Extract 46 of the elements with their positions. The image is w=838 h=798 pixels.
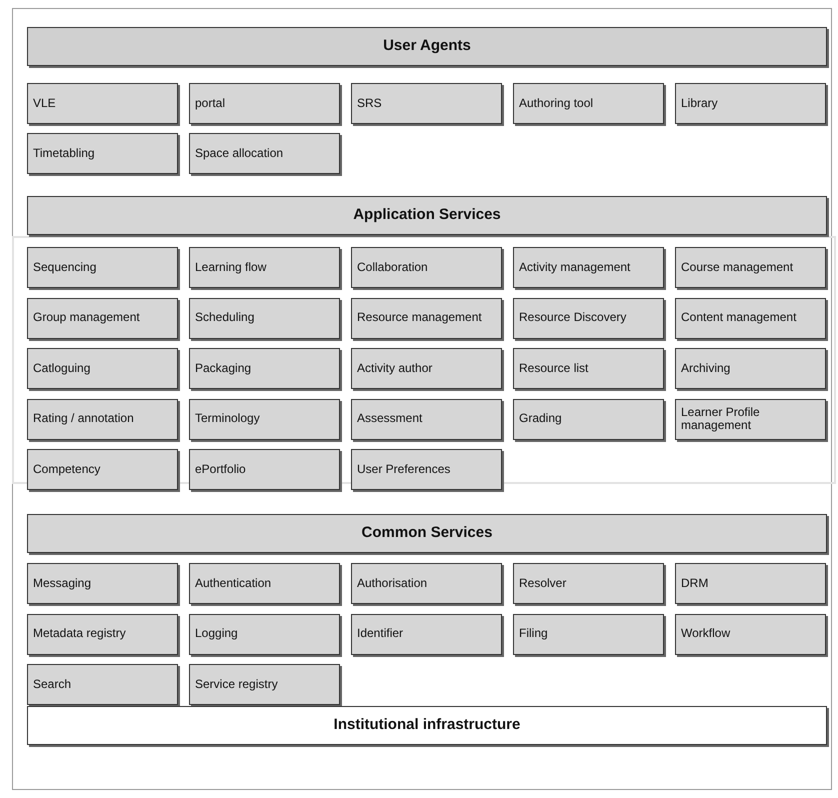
service-box: Scheduling xyxy=(189,298,340,338)
layer-band: Application Services xyxy=(27,196,827,235)
service-box: Library xyxy=(675,83,826,124)
service-box: User Preferences xyxy=(351,449,502,490)
service-box: Assessment xyxy=(351,398,502,440)
service-box: Search xyxy=(27,664,178,705)
service-box: Rating / annotation xyxy=(27,398,178,440)
layer-band: Institutional infrastructure xyxy=(27,706,827,745)
service-box: Competency xyxy=(27,449,178,490)
service-box: Timetabling xyxy=(27,133,178,174)
service-box: Activity management xyxy=(513,247,664,288)
service-box: Logging xyxy=(189,614,340,654)
service-box: Authoring tool xyxy=(513,83,664,124)
service-box: Authentication xyxy=(189,563,340,604)
service-box: Authorisation xyxy=(351,563,502,604)
service-box: Content management xyxy=(675,298,826,338)
service-box: Collaboration xyxy=(351,247,502,288)
service-box: Filing xyxy=(513,614,664,654)
service-box: Sequencing xyxy=(27,247,178,288)
service-box: Activity author xyxy=(351,348,502,389)
service-box: Archiving xyxy=(675,348,826,389)
service-box: Learning flow xyxy=(189,247,340,288)
service-box: Terminology xyxy=(189,398,340,440)
service-box: SRS xyxy=(351,83,502,124)
service-box: Service registry xyxy=(189,664,340,705)
service-box: Packaging xyxy=(189,348,340,389)
service-box: Resource list xyxy=(513,348,664,389)
service-box: Resource Discovery xyxy=(513,298,664,338)
service-box: DRM xyxy=(675,563,826,604)
service-box: Learner Profile management xyxy=(675,398,826,440)
service-box: Resource management xyxy=(351,298,502,338)
service-box: portal xyxy=(189,83,340,124)
service-box: Workflow xyxy=(675,614,826,654)
service-box: VLE xyxy=(27,83,178,124)
service-box: Grading xyxy=(513,398,664,440)
service-box: Space allocation xyxy=(189,133,340,174)
layer-band: User Agents xyxy=(27,27,827,66)
service-box: Resolver xyxy=(513,563,664,604)
layer-band: Common Services xyxy=(27,514,827,553)
service-box: Course management xyxy=(675,247,826,288)
service-box: Messaging xyxy=(27,563,178,604)
service-box: ePortfolio xyxy=(189,449,340,490)
service-box: Metadata registry xyxy=(27,614,178,654)
service-box: Group management xyxy=(27,298,178,338)
service-box: Catloguing xyxy=(27,348,178,389)
service-box: Identifier xyxy=(351,614,502,654)
